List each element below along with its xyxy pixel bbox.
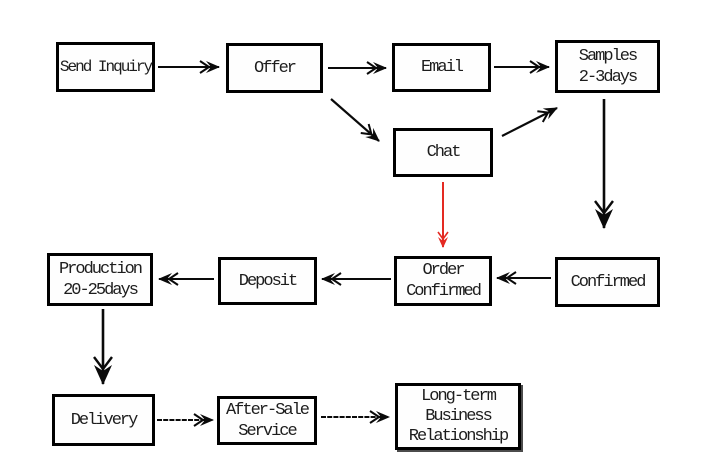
node-delivery: Delivery — [52, 394, 155, 446]
node-production-20-25days: Production 20-25days — [47, 253, 153, 306]
node-offer: Offer — [226, 43, 323, 93]
node-label: Deposit — [238, 271, 298, 291]
node-label: Order — [422, 261, 465, 280]
node-send-inquiry: Send Inquiry — [56, 42, 155, 92]
node-label: Samples — [578, 46, 638, 66]
node-label: Chat — [426, 143, 462, 162]
node-label: 2-3days — [578, 67, 638, 87]
node-label: Confirmed — [570, 272, 647, 292]
node-label: Long-term — [421, 386, 497, 406]
node-label: Send Inquiry — [59, 57, 153, 76]
node-label: Offer — [253, 58, 297, 78]
node-confirmed: Confirmed — [555, 257, 660, 307]
arrow-chat-to-samples — [501, 107, 558, 137]
node-label: Relationship — [408, 426, 509, 446]
node-label: 20-25days — [63, 280, 139, 300]
node-label: After-Sale — [225, 400, 310, 420]
node-label: Service — [238, 421, 297, 441]
node-long-term-business-relationship: Long-term Business Relationship — [395, 383, 521, 450]
node-label: Business — [425, 406, 493, 426]
node-label: Production — [58, 259, 143, 279]
node-deposit: Deposit — [218, 257, 317, 305]
node-chat: Chat — [393, 128, 493, 177]
node-label: Email — [420, 58, 464, 77]
node-order-confirmed: Order Confirmed — [394, 256, 492, 306]
node-after-sale-service: After-Sale Service — [217, 396, 317, 445]
node-label: Delivery — [70, 410, 139, 430]
node-samples-2-3days: Samples 2-3days — [555, 40, 660, 93]
node-label: Confirmed — [406, 282, 482, 301]
node-email: Email — [392, 43, 491, 92]
arrow-offer-to-chat — [330, 98, 380, 142]
